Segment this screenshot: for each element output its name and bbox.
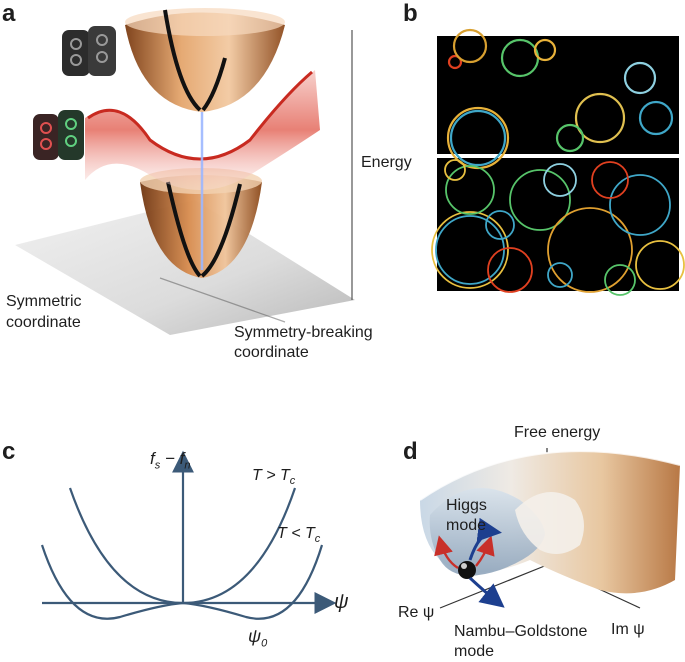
re-psi-label: Re ψ <box>398 604 435 621</box>
symmetry-breaking-label-1: Symmetry-breaking <box>234 324 373 341</box>
panel-a-double-well-sheet <box>85 70 320 190</box>
molecule-icon-broken <box>33 110 84 160</box>
free-energy-label: Free energy <box>514 424 601 441</box>
label-t-above-tc: T > Tc <box>252 467 296 488</box>
panel-a-upper-bowl <box>125 12 285 112</box>
panel-letter-b: b <box>403 0 418 27</box>
im-psi-label: Im ψ <box>611 621 645 638</box>
higgs-arrow <box>434 535 459 570</box>
goldstone-arrow <box>468 517 502 561</box>
ground-state-ball <box>458 561 476 579</box>
panel-c-y-label: fs − fn <box>150 449 191 472</box>
panel-letter-c: c <box>2 438 16 465</box>
nambu-goldstone-label-1: Nambu–Goldstone <box>454 623 588 640</box>
molecule-icon-symmetric <box>62 26 116 76</box>
panel-letter-a: a <box>2 0 16 27</box>
higgs-mode-label-2: mode <box>446 517 487 534</box>
panel-c-x-label: ψ <box>334 591 349 613</box>
panel-letter-d: d <box>403 438 418 465</box>
energy-axis-label: Energy <box>361 154 412 171</box>
higgs-mode-label-1: Higgs <box>446 497 487 514</box>
symmetric-coordinate-label-1: Symmetric <box>6 293 82 310</box>
psi0-label: ψ0 <box>248 626 268 650</box>
curve-t-below-tc <box>40 544 324 620</box>
label-t-below-tc: T < Tc <box>277 525 321 546</box>
symmetric-coordinate-label-2: coordinate <box>6 314 81 331</box>
symmetry-breaking-label-2: coordinate <box>234 344 309 361</box>
nambu-goldstone-label-2: mode <box>454 643 495 660</box>
